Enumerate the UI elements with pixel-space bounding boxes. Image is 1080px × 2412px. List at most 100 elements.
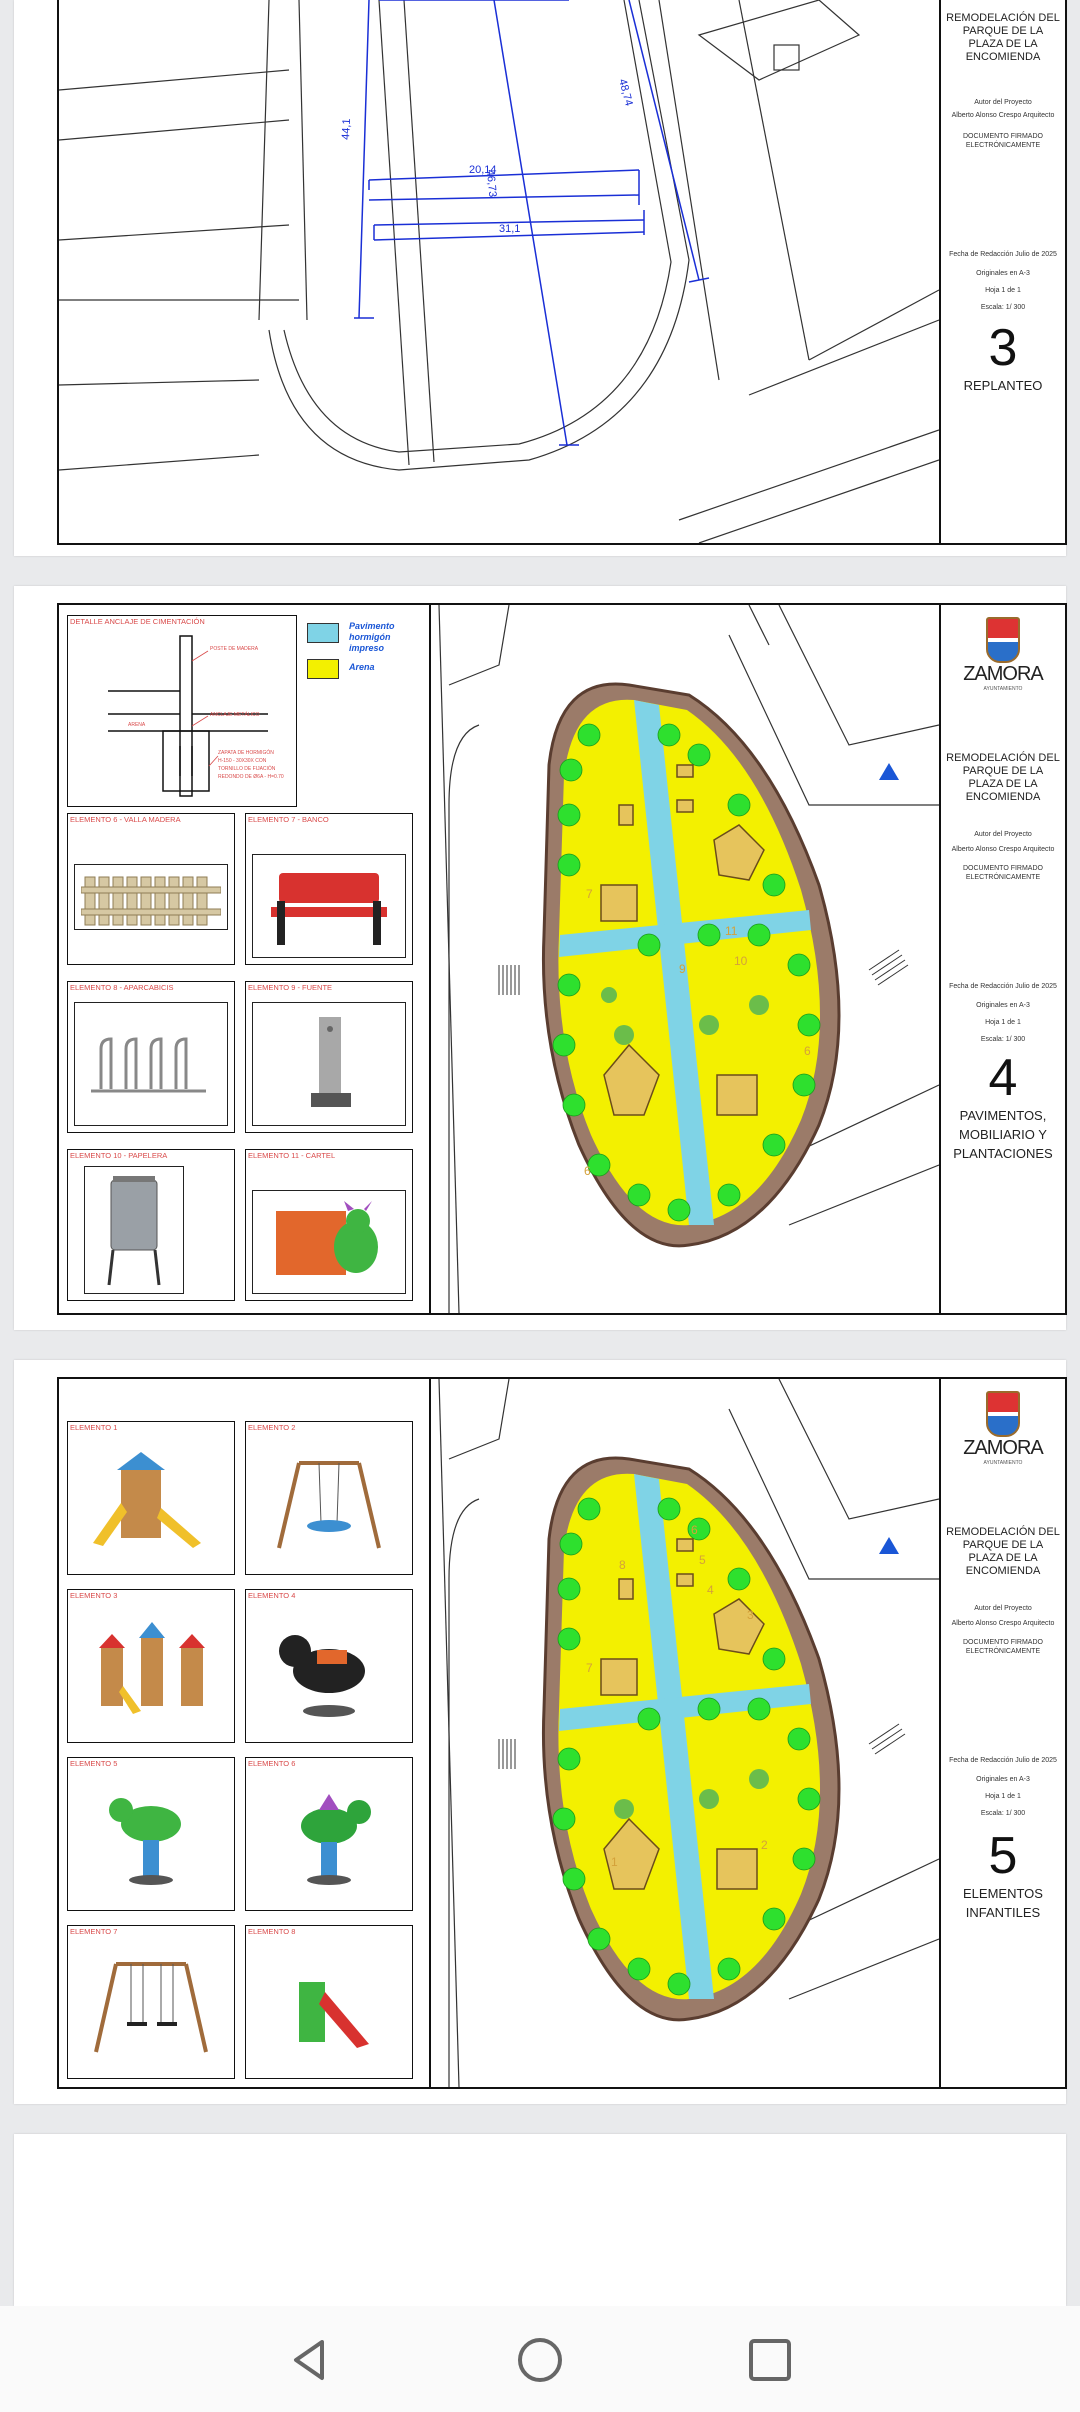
document-page-5: ELEMENTO 1 ELEMENTO 2 ELEMENTO 3 ELEMENT… (14, 1360, 1067, 2104)
scale-label: Escala: 1/ 300 (980, 304, 1026, 311)
date-label: Fecha de Redacción Julio de 2025 (949, 983, 1057, 990)
system-nav-bar (0, 2306, 1080, 2412)
originals-label: Originales en A-3 (976, 1002, 1030, 1009)
item-label: ELEMENTO 6 (248, 1759, 296, 1768)
svg-text:3: 3 (747, 1608, 754, 1622)
dim-label-1: 44,1 (340, 118, 353, 140)
item-banco: ELEMENTO 7 - BANCO (245, 813, 413, 965)
author-label: Autor del Proyecto (974, 1605, 1032, 1612)
svg-text:5: 5 (699, 1553, 706, 1567)
play-element-2: ELEMENTO 2 (245, 1421, 413, 1575)
sheet-name: REPLANTEO (963, 378, 1043, 393)
drawing-sheet-5: ELEMENTO 1 ELEMENTO 2 ELEMENTO 3 ELEMENT… (57, 1377, 1067, 2089)
back-icon[interactable] (282, 2332, 338, 2388)
document-page-3: 44,1 46,73 48,74 20,14 31,1 REMODELACIÓN… (14, 0, 1067, 556)
site-plan-replanteo: 44,1 46,73 48,74 20,14 31,1 (59, 0, 939, 543)
legend-label-paving: Pavimento hormigón impreso (349, 621, 395, 653)
page-label: Hoja 1 de 1 (985, 1019, 1021, 1026)
nest-swing-image (252, 1438, 406, 1568)
fountain-image (252, 1002, 406, 1126)
svg-text:6: 6 (584, 1164, 591, 1178)
svg-text:9: 9 (679, 962, 686, 976)
item-label: ELEMENTO 3 (70, 1591, 118, 1600)
dim-label-5: 31,1 (499, 223, 520, 235)
author-name: Alberto Alonso Crespo Arquitecto (951, 112, 1055, 119)
zamora-logo-sub: AYUNTAMIENTO (983, 686, 1023, 692)
item-aparcabicis: ELEMENTO 8 - APARCABICIS (67, 981, 235, 1133)
project-title: REMODELACIÓN DEL PARQUE DE LA PLAZA DE L… (946, 752, 1060, 803)
item-papelera: ELEMENTO 10 - PAPELERA (67, 1149, 235, 1301)
bike-rack-image (74, 1002, 228, 1126)
dim-label-2: 46,73 (484, 169, 498, 197)
item-fuente: ELEMENTO 9 - FUENTE (245, 981, 413, 1133)
svg-text:10: 10 (734, 954, 748, 968)
svg-text:6: 6 (804, 1044, 811, 1058)
author-name: Alberto Alonso Crespo Arquitecto (951, 1620, 1055, 1627)
sheet-number: 4 (988, 1049, 1018, 1107)
play-element-3: ELEMENTO 3 (67, 1589, 235, 1743)
legend-swatch-paving (307, 623, 339, 643)
svg-text:7: 7 (586, 1661, 593, 1675)
item-label: ELEMENTO 6 - VALLA MADERA (70, 815, 181, 824)
svg-text:4: 4 (707, 1583, 714, 1597)
date-label: Fecha de Redacción Julio de 2025 (949, 1757, 1057, 1764)
zamora-logo: ZAMORA (963, 1437, 1044, 1459)
svg-text:REDONDO DE Ø6A - H=0.70: REDONDO DE Ø6A - H=0.70 (218, 774, 284, 780)
fence-image (74, 864, 228, 930)
item-label: ELEMENTO 8 (248, 1927, 296, 1936)
signed-note: DOCUMENTO FIRMADO ELECTRÓNICAMENTE (963, 133, 1043, 149)
page-label: Hoja 1 de 1 (985, 1793, 1021, 1800)
originals-label: Originales en A-3 (976, 1776, 1030, 1783)
play-element-7: ELEMENTO 7 (67, 1925, 235, 2079)
item-label: ELEMENTO 7 (70, 1927, 118, 1936)
dim-label-3: 48,74 (616, 78, 635, 108)
title-block-5: ZAMORA AYUNTAMIENTO REMODELACIÓN DEL PAR… (939, 1379, 1065, 2087)
legend-swatch-sand (307, 659, 339, 679)
item-label: ELEMENTO 1 (70, 1423, 118, 1432)
svg-text:ZAPATA DE HORMIGÓN: ZAPATA DE HORMIGÓN (218, 749, 274, 756)
play-elements-panel: ELEMENTO 1 ELEMENTO 2 ELEMENTO 3 ELEMENT… (59, 1379, 431, 2087)
page-label: Hoja 1 de 1 (985, 287, 1021, 294)
document-page-next (14, 2134, 1066, 2306)
home-icon[interactable] (512, 2332, 568, 2388)
scale-label: Escala: 1/ 300 (980, 1810, 1026, 1817)
zamora-logo: ZAMORA (963, 663, 1044, 685)
item-label: ELEMENTO 8 - APARCABICIS (70, 983, 174, 992)
title-block-3: REMODELACIÓN DEL PARQUE DE LA PLAZA DE L… (939, 0, 1065, 543)
svg-text:1: 1 (611, 1855, 618, 1869)
item-label: ELEMENTO 7 - BANCO (248, 815, 329, 824)
svg-text:POSTE DE MADERA: POSTE DE MADERA (210, 646, 259, 652)
item-label: ELEMENTO 5 (70, 1759, 118, 1768)
item-label: ELEMENTO 2 (248, 1423, 296, 1432)
signed-note: DOCUMENTO FIRMADO ELECTRÓNICAMENTE (963, 1639, 1043, 1655)
bench-image (252, 854, 406, 958)
play-element-6: ELEMENTO 6 (245, 1757, 413, 1911)
recents-icon[interactable] (742, 2332, 798, 2388)
item-label: ELEMENTO 9 - FUENTE (248, 983, 333, 992)
zamora-logo-sub: AYUNTAMIENTO (983, 1460, 1023, 1466)
scale-label: Escala: 1/ 300 (980, 1036, 1026, 1043)
horse-rocker-image (252, 1606, 406, 1736)
detail-box: DETALLE ANCLAJE DE CIMENTACIÓN (67, 615, 297, 807)
zamora-crest-icon (986, 617, 1020, 663)
item-label: ELEMENTO 10 - PAPELERA (70, 1151, 168, 1160)
detail-title: DETALLE ANCLAJE DE CIMENTACIÓN (70, 617, 205, 626)
author-name: Alberto Alonso Crespo Arquitecto (951, 846, 1055, 853)
anchor-detail-drawing: POSTE DE MADERA ANCLAJE METÁLICO ARENA Z… (108, 635, 284, 797)
dim-label-4: 20,14 (469, 164, 497, 176)
svg-text:2: 2 (761, 1838, 768, 1852)
originals-label: Originales en A-3 (976, 270, 1030, 277)
zamora-crest-icon (986, 1391, 1020, 1437)
drawing-sheet-4: DETALLE ANCLAJE DE CIMENTACIÓN (57, 603, 1067, 1315)
swing-image (74, 1942, 228, 2072)
multi-tower-image (74, 1606, 228, 1736)
svg-text:11: 11 (725, 924, 738, 938)
svg-text:H-150 - 30X30X CON: H-150 - 30X30X CON (218, 758, 267, 764)
dragon-rocker-image (74, 1774, 228, 1904)
sheet-name: PAVIMENTOS, MOBILIARIO Y PLANTACIONES (953, 1108, 1053, 1161)
legend-label-sand: Arena (349, 662, 375, 672)
drawing-sheet-3: 44,1 46,73 48,74 20,14 31,1 REMODELACIÓN… (57, 0, 1067, 545)
play-structure-image (74, 1438, 228, 1568)
